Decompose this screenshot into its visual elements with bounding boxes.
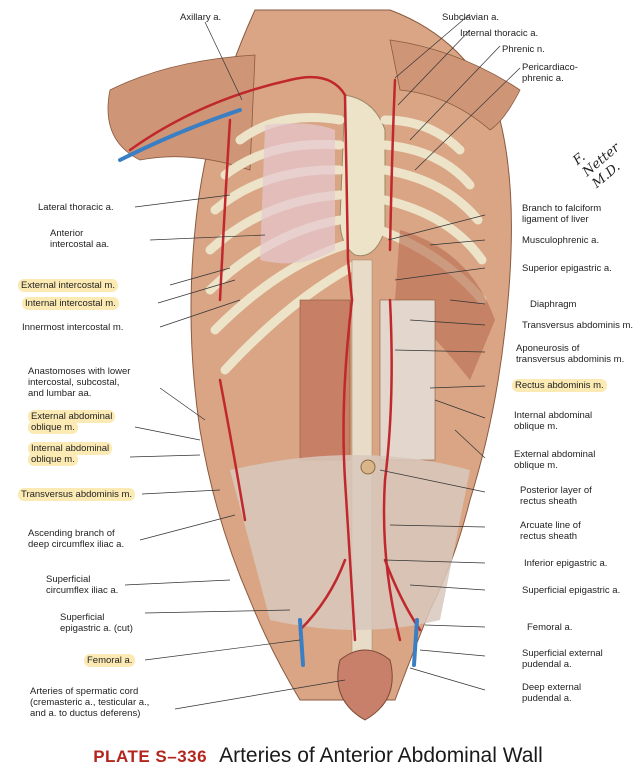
- label-inferior-epigastric-artery: Inferior epigastric a.: [524, 558, 608, 569]
- label-musculophrenic-artery: Musculophrenic a.: [522, 235, 600, 246]
- plate-caption: PLATE S–336 Arteries of Anterior Abdomina…: [0, 744, 636, 768]
- label-transversus-abdominis-left: Transversus abdominis m.: [18, 488, 136, 501]
- sternum: [339, 94, 386, 257]
- label-superficial-epigastric-right: Superficial epigastric a.: [522, 585, 621, 596]
- label-subclavian-artery: Subclavian a.: [442, 12, 500, 23]
- label-femoral-artery-right: Femoral a.: [527, 622, 573, 633]
- leader-lines: [124, 13, 521, 710]
- label-phrenic-nerve: Phrenic n.: [502, 44, 545, 55]
- label-rectus-abdominis: Rectus abdominis m.: [512, 379, 607, 392]
- label-superior-epigastric-artery: Superior epigastric a.: [522, 263, 612, 274]
- intercostal-window: [260, 123, 335, 264]
- label-spermatic-cord-arteries: Arteries of spermatic cord(cremasteric a…: [30, 686, 150, 719]
- label-external-intercostal-muscle: External intercostal m.: [18, 279, 118, 292]
- label-pericardiacophrenic-artery: Pericardiaco-phrenic a.: [522, 62, 578, 84]
- plate-number: PLATE S–336: [93, 747, 208, 766]
- scrotum: [337, 649, 393, 721]
- label-internal-thoracic-artery: Internal thoracic a.: [460, 28, 539, 39]
- veins: [118, 108, 419, 667]
- label-diaphragm: Diaphragm: [530, 299, 577, 310]
- label-internal-intercostal-muscle: Internal intercostal m.: [22, 297, 119, 310]
- anatomy-illustration: [107, 9, 521, 721]
- diaphragm-region: [395, 230, 495, 380]
- arteries: [128, 75, 422, 642]
- plate-title: Arteries of Anterior Abdominal Wall: [219, 744, 543, 767]
- umbilicus: [360, 459, 376, 475]
- shoulder-right: [389, 39, 521, 131]
- label-transversus-abdominis-right: Transversus abdominis m.: [522, 320, 634, 331]
- label-axillary-artery: Axillary a.: [180, 12, 222, 23]
- label-lateral-thoracic-artery: Lateral thoracic a.: [38, 202, 114, 213]
- label-innermost-intercostal-muscle: Innermost intercostal m.: [22, 322, 124, 333]
- label-femoral-artery-left: Femoral a.: [84, 654, 136, 667]
